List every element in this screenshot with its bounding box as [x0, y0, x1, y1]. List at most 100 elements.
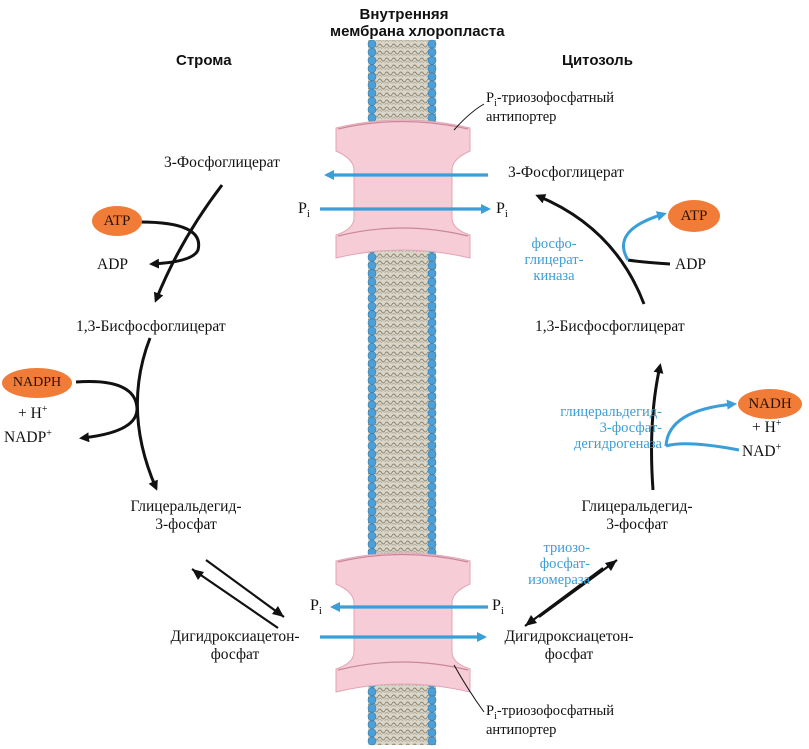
phospholipid-head — [367, 80, 377, 90]
phospholipid-head — [427, 712, 437, 721]
phospholipid-head — [367, 703, 377, 713]
stroma-proton: + H+ — [18, 404, 48, 423]
phospholipid-head — [427, 498, 437, 508]
phospholipid-head — [427, 539, 437, 549]
phospholipid-head — [427, 334, 437, 344]
stroma-nadph-oval: NADPH — [2, 368, 72, 398]
phospholipid-head — [367, 113, 377, 123]
phospholipid-head — [427, 482, 437, 492]
cytosol-label: Цитозоль — [562, 52, 633, 69]
phospholipid-head — [367, 318, 377, 328]
phospholipid-head — [367, 285, 377, 295]
phospholipid-head — [427, 695, 437, 705]
phospholipid-head — [427, 293, 437, 303]
phospholipid-head — [427, 269, 437, 278]
phospholipid-head — [427, 490, 437, 500]
arrow-pga-to-bpg — [153, 184, 224, 303]
phospholipid-head — [367, 39, 377, 49]
enzyme-phosphoglycerate-kinase: фосфо- глицерат- киназа — [524, 236, 584, 285]
phospholipid-head — [427, 736, 437, 746]
phospholipid-head — [367, 433, 377, 442]
phospholipid-head — [427, 285, 437, 295]
cytosol-1-3-bisphosphoglycerate: 1,3-Бисфосфоглицерат — [535, 318, 685, 335]
phospholipid-head — [427, 39, 437, 49]
enzyme-triose-phosphate-isomerase: триозо- фосфат- изомераза — [528, 540, 590, 589]
phospholipid-head — [427, 302, 437, 311]
stroma-3-phosphoglycerate: 3-Фосфоглицерат — [164, 154, 280, 171]
phospholipid-head — [427, 433, 437, 442]
stroma-label: Строма — [176, 52, 232, 69]
phospholipid-head — [367, 515, 377, 524]
phospholipid-head — [427, 277, 437, 287]
phospholipid-head — [427, 359, 437, 369]
phospholipid-head — [427, 728, 437, 738]
phospholipid-head — [427, 80, 437, 90]
phospholipid-head — [427, 318, 437, 328]
phospholipid-head — [427, 72, 437, 82]
stroma-1-3-bisphosphoglycerate: 1,3-Бисфосфоглицерат — [76, 318, 226, 335]
phospholipid-head — [427, 515, 437, 524]
phospholipid-head — [427, 367, 437, 377]
phospholipid-head — [427, 687, 437, 697]
phospholipid-head — [427, 261, 437, 270]
phospholipid-head — [427, 507, 437, 516]
arrow-bpg-to-gap — [135, 337, 158, 491]
cytosol-proton: + H+ — [752, 418, 782, 437]
phospholipid-head — [367, 277, 377, 287]
phospholipid-head — [367, 490, 377, 500]
phospholipid-head — [367, 531, 377, 541]
phospholipid-head — [367, 88, 377, 98]
cytosol-nadh-oval: NADH — [738, 389, 802, 419]
phospholipid-head — [367, 384, 377, 393]
cytosol-dihydroxyacetone-phosphate: Дигидроксиацетон- фосфат — [504, 628, 634, 663]
phospholipid-head — [427, 449, 437, 459]
phospholipid-head — [367, 449, 377, 459]
phospholipid-head — [367, 400, 377, 410]
phospholipid-head — [427, 408, 437, 418]
cytosol-atp-oval: ATP — [668, 200, 720, 232]
phospholipid-head — [427, 113, 437, 123]
phospholipid-head — [367, 482, 377, 492]
phospholipid-head — [367, 425, 377, 434]
phospholipid-head — [367, 359, 377, 369]
phospholipid-head — [427, 351, 437, 360]
phospholipid-head — [367, 367, 377, 377]
phospholipid-head — [367, 695, 377, 705]
phospholipid-head — [367, 687, 377, 697]
phospholipid-head — [367, 343, 377, 352]
antiporter-bottom-label: Pi-триозофосфатный антипортер — [486, 703, 615, 739]
cytosol-glyceraldehyde-3-phosphate: Глицеральдегид- 3-фосфат — [581, 498, 693, 533]
arrow-pgk-cofactor — [622, 211, 671, 266]
phospholipid-head — [427, 252, 437, 262]
phospholipid-head — [367, 105, 377, 114]
phospholipid-head — [367, 712, 377, 721]
phospholipid-head — [367, 498, 377, 508]
equilibrium-arrows-cytosol — [524, 559, 618, 627]
phospholipid-head — [427, 343, 437, 352]
stroma-nadp: NADP+ — [4, 428, 52, 447]
pi-label-stroma-bottom: Pi — [310, 597, 322, 618]
phospholipid-head — [367, 64, 377, 73]
phospholipid-head — [427, 56, 437, 65]
arrow-nadph-nadp — [75, 380, 139, 443]
pi-label-stroma-top: Pi — [298, 200, 310, 221]
phospholipid-head — [367, 261, 377, 270]
antiporter-top — [335, 119, 471, 259]
phospholipid-head — [427, 64, 437, 73]
phospholipid-head — [367, 408, 377, 418]
phospholipid-head — [427, 466, 437, 475]
stroma-adp: ADP — [97, 256, 129, 273]
phospholipid-head — [427, 47, 437, 57]
stroma-atp-oval: ATP — [92, 206, 142, 236]
phospholipid-head — [427, 97, 437, 106]
phospholipid-head — [367, 457, 377, 467]
cytosol-adp: ADP — [675, 256, 707, 273]
cytosol-nad: NAD+ — [742, 442, 782, 461]
phospholipid-head — [427, 703, 437, 713]
phospholipid-head — [367, 539, 377, 549]
arrow-gapdh-cofactor — [664, 399, 740, 452]
arrow-atp-adp — [139, 220, 201, 269]
pi-label-cytosol-top: Pi — [496, 200, 508, 221]
pi-label-cytosol-bottom: Pi — [492, 597, 504, 618]
phospholipid-head — [367, 72, 377, 82]
